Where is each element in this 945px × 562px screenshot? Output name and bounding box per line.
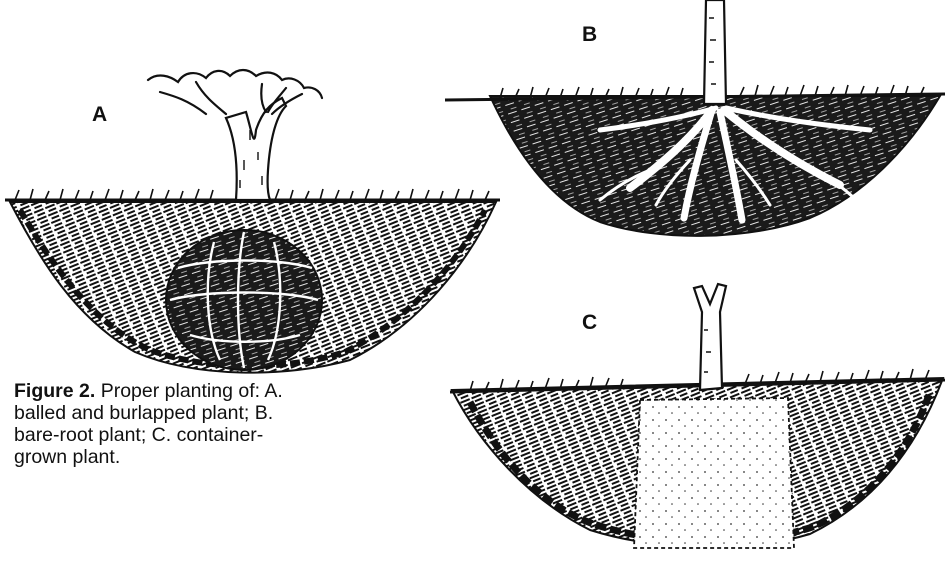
panel-a-drawing — [5, 70, 500, 373]
panel-a-trunk — [226, 98, 286, 200]
panel-b-trunk — [704, 0, 726, 104]
panel-b-hole — [490, 96, 940, 236]
panel-c-label: C — [582, 312, 597, 333]
panel-c-drawing — [450, 284, 945, 548]
container-rootball — [634, 398, 794, 548]
figure-number: Figure 2. — [14, 380, 95, 402]
figure-caption: Figure 2. Proper planting of: A. balled … — [14, 380, 314, 468]
root-ball — [166, 230, 322, 370]
panel-b-drawing — [445, 0, 945, 236]
panel-a-label: A — [92, 104, 107, 125]
panel-c-trunk — [694, 284, 726, 390]
panel-b-label: B — [582, 24, 597, 45]
panel-a-canopy — [148, 70, 322, 114]
